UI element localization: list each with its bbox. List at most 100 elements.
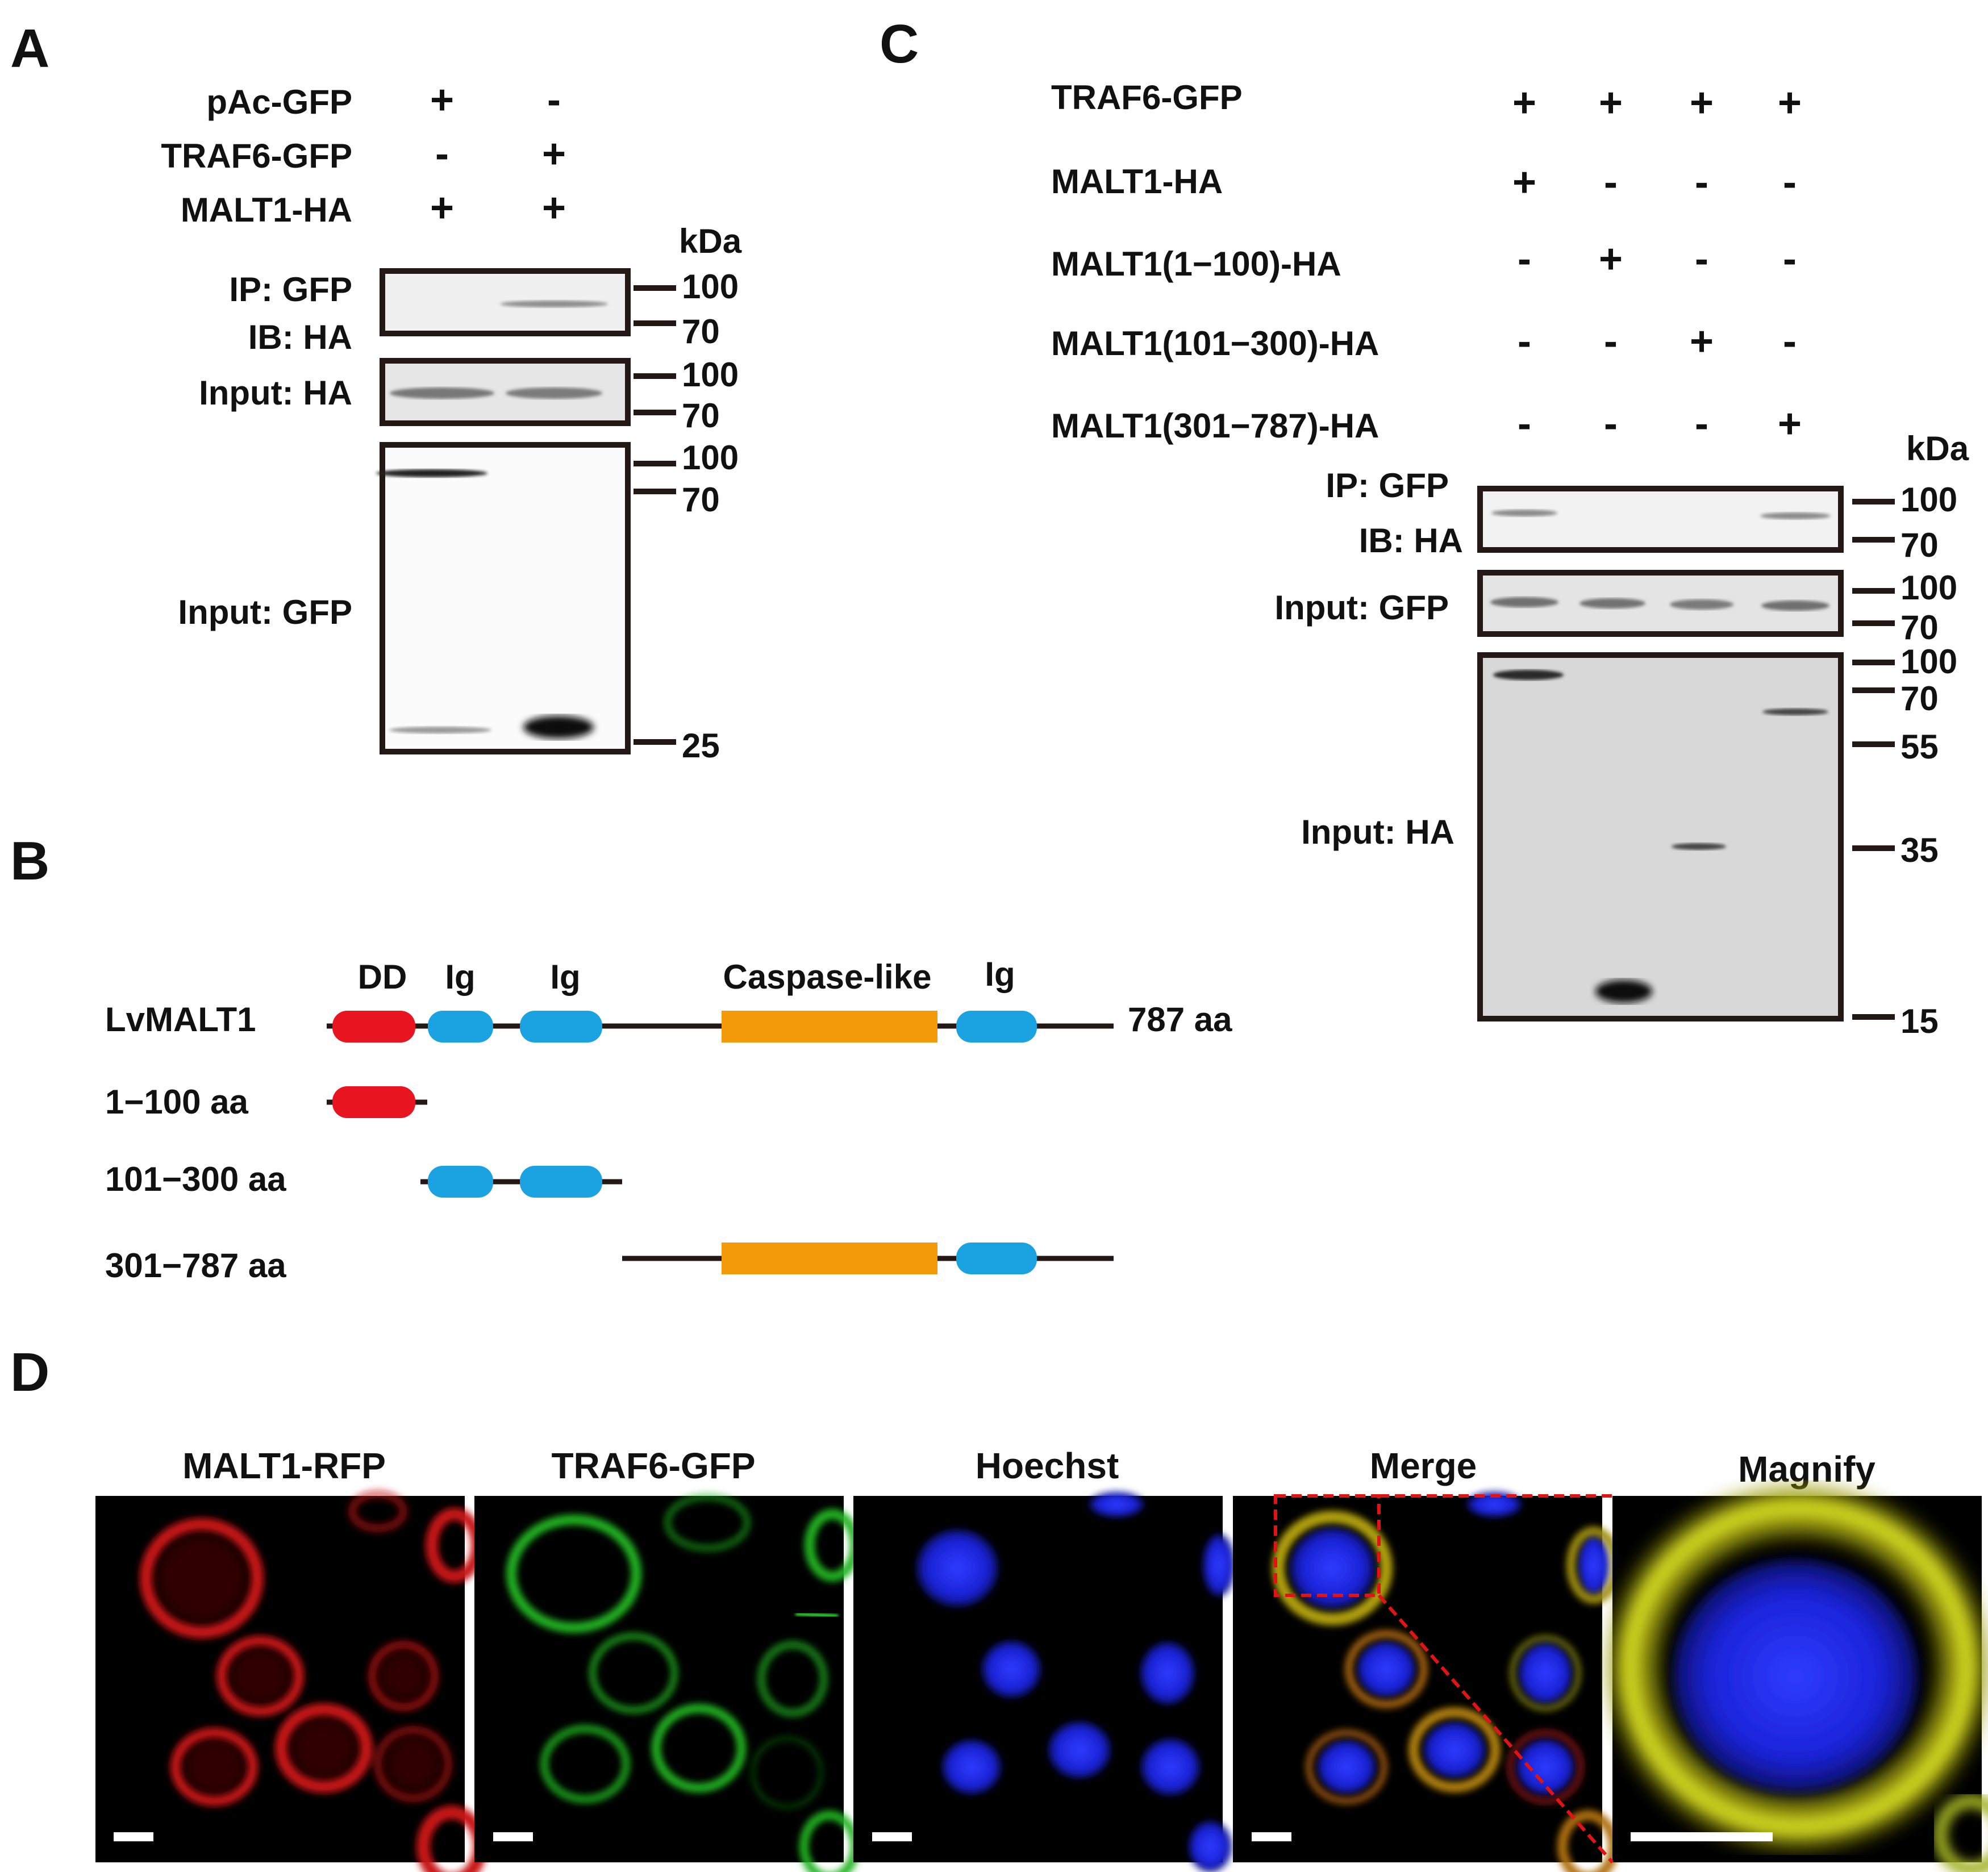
- scale-bar: [1631, 1832, 1773, 1841]
- marker-label: 100: [1901, 481, 1957, 519]
- blot-ip-gfp-ib-ha: IP: GFP IB: HA 100 70: [1326, 466, 1957, 564]
- construct-full-length: LvMALT1 787 aa: [105, 1000, 1232, 1043]
- condition-label: pAc-GFP: [206, 83, 352, 121]
- blot-frame: [1477, 486, 1844, 553]
- marker-label: 70: [682, 481, 720, 519]
- cell-outlines: [140, 1490, 487, 1872]
- band: [1760, 512, 1831, 519]
- image-title: TRAF6-GFP: [551, 1445, 755, 1486]
- plus-minus-mark: -: [435, 131, 449, 177]
- magnify-connector-line: [1377, 1594, 1614, 1863]
- panel-c-marks: + + + + + - - - - + - - - - + - - - - +: [1512, 80, 1802, 447]
- plus-minus-mark: -: [1604, 319, 1618, 364]
- band: [500, 301, 608, 307]
- band: [1672, 843, 1726, 850]
- plus-minus-mark: +: [430, 185, 454, 231]
- blot-label: IP: GFP: [229, 270, 352, 308]
- blot-input-ha: Input: HA 100 70: [199, 356, 739, 435]
- construct-101-300: 101−300 aa: [105, 1160, 622, 1198]
- construct-label: 301−787 aa: [105, 1246, 286, 1285]
- cell-outlines: [506, 1494, 860, 1872]
- band: [389, 727, 491, 733]
- blot-label: Input: GFP: [178, 593, 352, 631]
- plus-minus-mark: +: [1778, 401, 1802, 447]
- condition-label: TRAF6-GFP: [1051, 78, 1243, 116]
- construct-label: 1−100 aa: [105, 1083, 249, 1121]
- ig-domain: [428, 1011, 493, 1043]
- blot-label: IB: HA: [1359, 522, 1463, 560]
- plus-minus-mark: +: [1778, 80, 1802, 126]
- blot-label: IP: GFP: [1326, 466, 1449, 505]
- band: [523, 716, 594, 739]
- blot-label: Input: HA: [1301, 813, 1454, 851]
- marker-label: 35: [1901, 831, 1939, 869]
- nuclei: [1290, 1492, 1610, 1795]
- band: [1762, 708, 1828, 715]
- scale-bar: [114, 1832, 153, 1841]
- panel-a: A pAc-GFP TRAF6-GFP MALT1-HA + - - + + +…: [10, 18, 742, 765]
- image-title: Merge: [1370, 1445, 1477, 1486]
- panel-c: C TRAF6-GFP MALT1-HA MALT1(1−100)-HA MAL…: [880, 14, 1969, 1040]
- marker-label: 100: [682, 268, 739, 306]
- kda-label: kDa: [1906, 430, 1969, 468]
- condition-label: MALT1(301−787)-HA: [1051, 407, 1379, 445]
- plus-minus-mark: -: [1695, 160, 1708, 205]
- plus-minus-mark: -: [1518, 236, 1531, 282]
- nucleus: [1673, 1560, 1918, 1792]
- micrograph-rfp: [95, 1490, 487, 1872]
- band: [1761, 601, 1829, 611]
- band: [1595, 980, 1652, 1003]
- condition-label: MALT1-HA: [1051, 162, 1223, 201]
- marker-label: 100: [682, 356, 739, 394]
- cell-edge-bright: [795, 1611, 839, 1619]
- band: [390, 387, 494, 399]
- marker-label: 100: [682, 439, 739, 477]
- construct-label: LvMALT1: [105, 1000, 256, 1039]
- scale-bar: [493, 1832, 533, 1841]
- plus-minus-mark: -: [1783, 160, 1797, 205]
- plus-minus-mark: +: [1512, 160, 1536, 205]
- plus-minus-mark: -: [1695, 236, 1708, 282]
- condition-label: TRAF6-GFP: [161, 137, 352, 175]
- construct-1-100: 1−100 aa: [105, 1083, 427, 1121]
- cell-membrane: [1623, 1500, 1974, 1835]
- marker-label: 55: [1901, 728, 1939, 766]
- image-title: MALT1-RFP: [182, 1445, 386, 1486]
- image-title: Hoechst: [976, 1445, 1119, 1486]
- blot-label: IB: HA: [248, 318, 352, 356]
- marker-label: 70: [1901, 526, 1939, 564]
- scale-bar: [872, 1832, 912, 1841]
- plus-minus-mark: +: [1690, 80, 1714, 126]
- blot-label: Input: HA: [199, 374, 352, 412]
- domain-label: Ig: [550, 958, 580, 996]
- scale-bar: [1252, 1832, 1291, 1841]
- micrograph-gfp: [474, 1494, 860, 1872]
- band: [1490, 597, 1558, 607]
- blot-ip-gfp-ib-ha: IP: GFP IB: HA 100 70: [229, 268, 739, 356]
- blot-input-gfp: Input: GFP 100 70 25: [178, 439, 739, 765]
- plus-minus-mark: -: [1518, 401, 1531, 447]
- magnify-region-box: [1274, 1494, 1381, 1597]
- neighbor-cell: [1933, 1794, 1988, 1872]
- length-label: 787 aa: [1128, 1000, 1232, 1039]
- ig-domain: [520, 1011, 602, 1043]
- plus-minus-mark: -: [1604, 160, 1618, 205]
- plus-minus-mark: +: [1690, 319, 1714, 364]
- condition-label: MALT1(1−100)-HA: [1051, 245, 1341, 283]
- plus-minus-mark: -: [1518, 319, 1531, 364]
- blot-frame: [380, 442, 631, 754]
- plus-minus-mark: +: [430, 77, 454, 123]
- caspase-like-domain: [722, 1011, 937, 1043]
- panel-a-letter: A: [10, 18, 49, 79]
- plus-minus-mark: +: [542, 185, 566, 231]
- micrograph-magnify: [1611, 1489, 1988, 1872]
- ig-domain: [956, 1011, 1037, 1043]
- marker-label: 100: [1901, 643, 1957, 681]
- blot-frame: [1477, 652, 1844, 1022]
- dd-domain: [332, 1011, 415, 1043]
- band: [1670, 599, 1733, 610]
- plus-minus-mark: +: [1512, 80, 1536, 126]
- marker-label: 100: [1901, 569, 1957, 607]
- image-title: Magnify: [1738, 1449, 1876, 1490]
